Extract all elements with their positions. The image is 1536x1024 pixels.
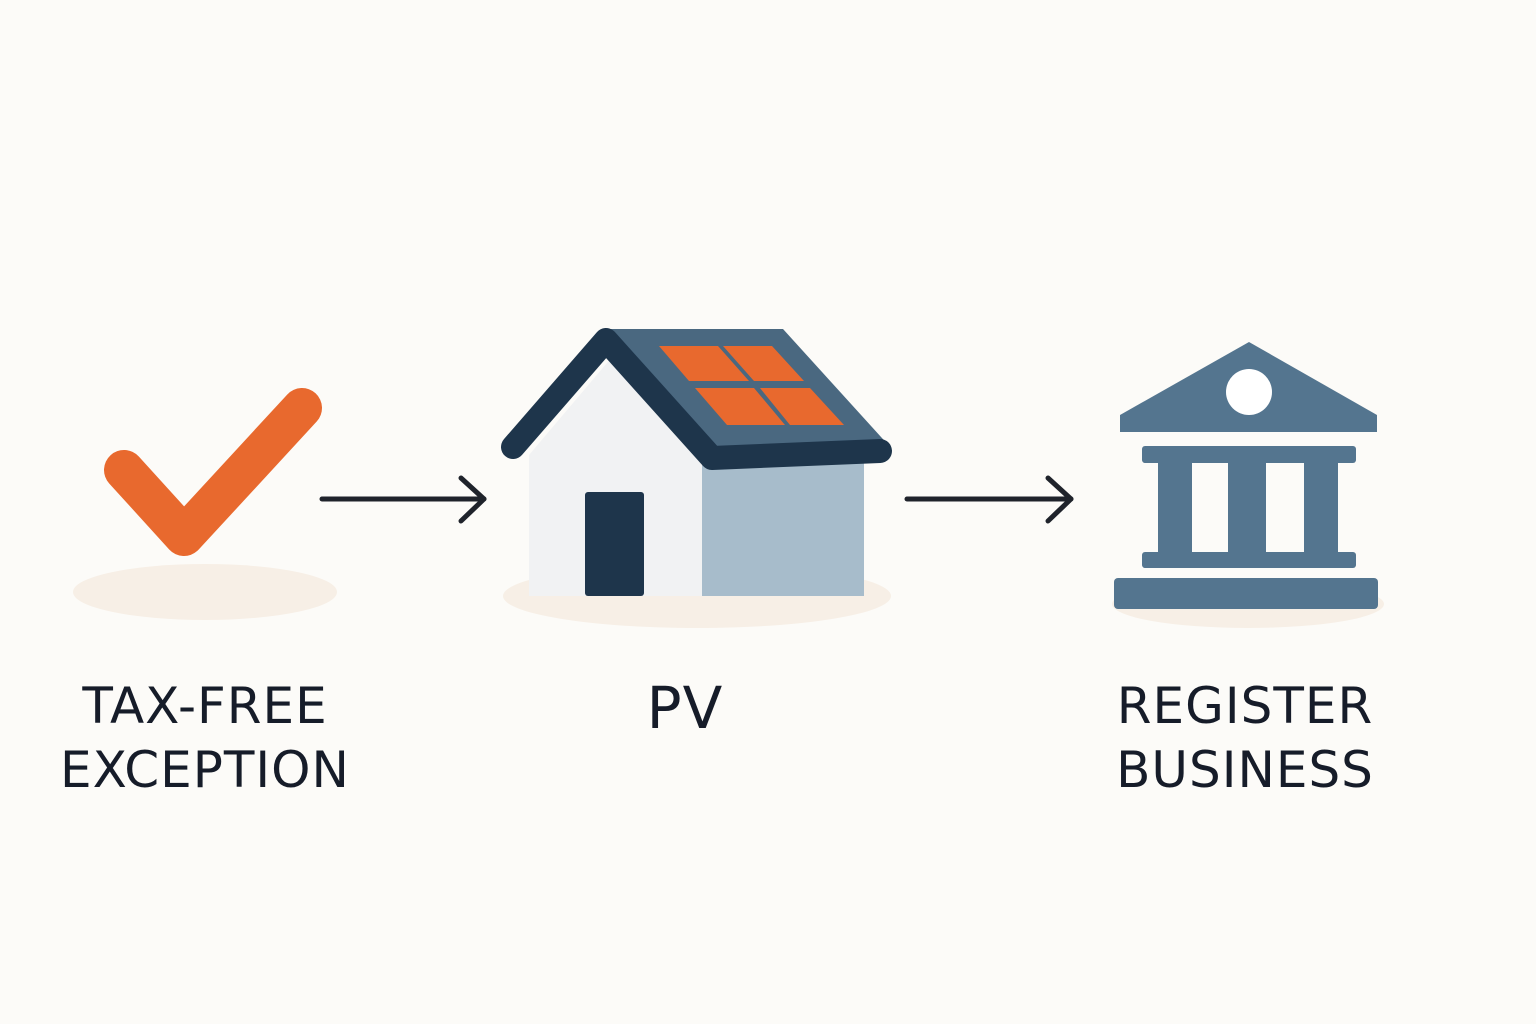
step-register-business	[1112, 342, 1384, 628]
checkmark-shadow	[73, 564, 337, 620]
step-label-line: EXCEPTION	[60, 741, 350, 799]
right-arrow-icon	[319, 475, 487, 524]
solar-panel	[695, 388, 785, 425]
house-front-wall	[529, 357, 702, 596]
step-tax-free-exception	[73, 388, 337, 620]
bank-base	[1114, 578, 1378, 609]
bank-column	[1158, 462, 1192, 554]
solar-panel	[659, 346, 749, 381]
bank-building-icon	[1114, 342, 1378, 609]
solar-panel	[723, 346, 804, 381]
house-with-solar-panels-icon	[501, 328, 892, 596]
house-door	[585, 492, 644, 596]
right-arrow-icon	[904, 475, 1074, 524]
step-label-line: BUSINESS	[1116, 741, 1374, 799]
house-side-wall	[702, 455, 864, 596]
bank-emblem	[1226, 369, 1272, 415]
house-roof-edge	[501, 328, 892, 470]
checkmark-icon	[104, 388, 322, 556]
bank-column	[1304, 462, 1338, 554]
step-label-tax-free-exception: TAX-FREE EXCEPTION	[40, 674, 370, 802]
step-label-pv: PV	[590, 676, 780, 740]
step-label-line: REGISTER	[1116, 677, 1374, 735]
step-pv	[501, 328, 892, 628]
solar-panel	[760, 388, 844, 425]
step-label-line: PV	[646, 674, 724, 742]
step-label-register-business: REGISTER BUSINESS	[1080, 674, 1410, 802]
bank-column	[1228, 462, 1266, 554]
bank-upper-beam	[1142, 446, 1356, 463]
step-label-line: TAX-FREE	[82, 677, 328, 735]
bank-lower-beam	[1142, 552, 1356, 568]
